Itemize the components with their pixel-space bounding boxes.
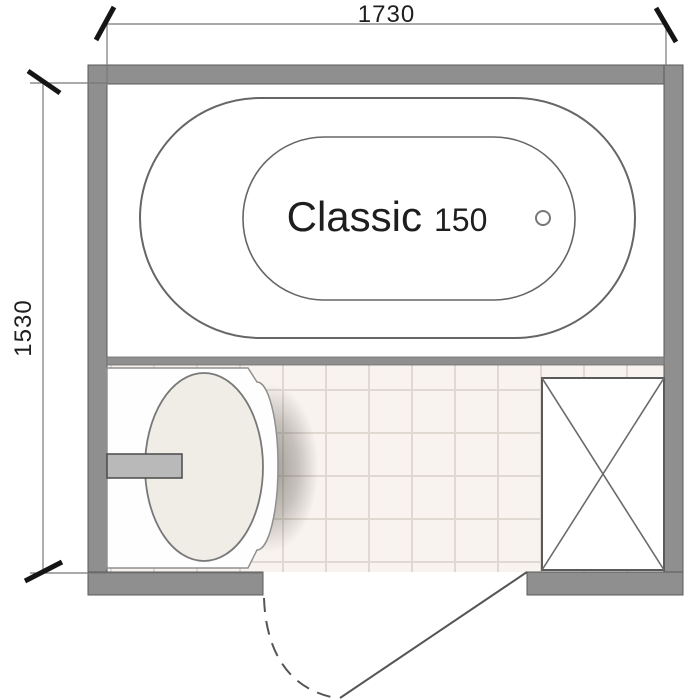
washing-machine-cross-diagonal-2 xyxy=(541,377,665,571)
bathtub-drain-icon xyxy=(535,210,551,226)
dimension-label-height: 1530 xyxy=(10,299,37,357)
wall-right xyxy=(663,64,684,596)
dimension-label-width: 1730 xyxy=(357,1,416,28)
door-leaf xyxy=(339,571,528,699)
bathtub-brand-label: Classic xyxy=(286,193,422,240)
bathtub-label: Classic 150 xyxy=(227,193,547,241)
dimension-tick-top-left xyxy=(93,5,117,42)
wall-top xyxy=(87,64,684,85)
dimension-tick-left-bottom xyxy=(23,559,64,584)
bathtub-apron-edge xyxy=(106,356,665,366)
door-swing-arc xyxy=(263,597,337,699)
faucet xyxy=(106,453,183,479)
wall-bottom-left xyxy=(87,571,264,596)
bathtub-size-label: 150 xyxy=(433,202,488,238)
wall-left xyxy=(87,64,108,596)
wall-bottom-right xyxy=(526,571,684,596)
dimension-tick-left-top xyxy=(26,68,62,96)
dimension-tick-top-right xyxy=(653,6,679,44)
bathtub-inner-basin xyxy=(242,136,576,301)
